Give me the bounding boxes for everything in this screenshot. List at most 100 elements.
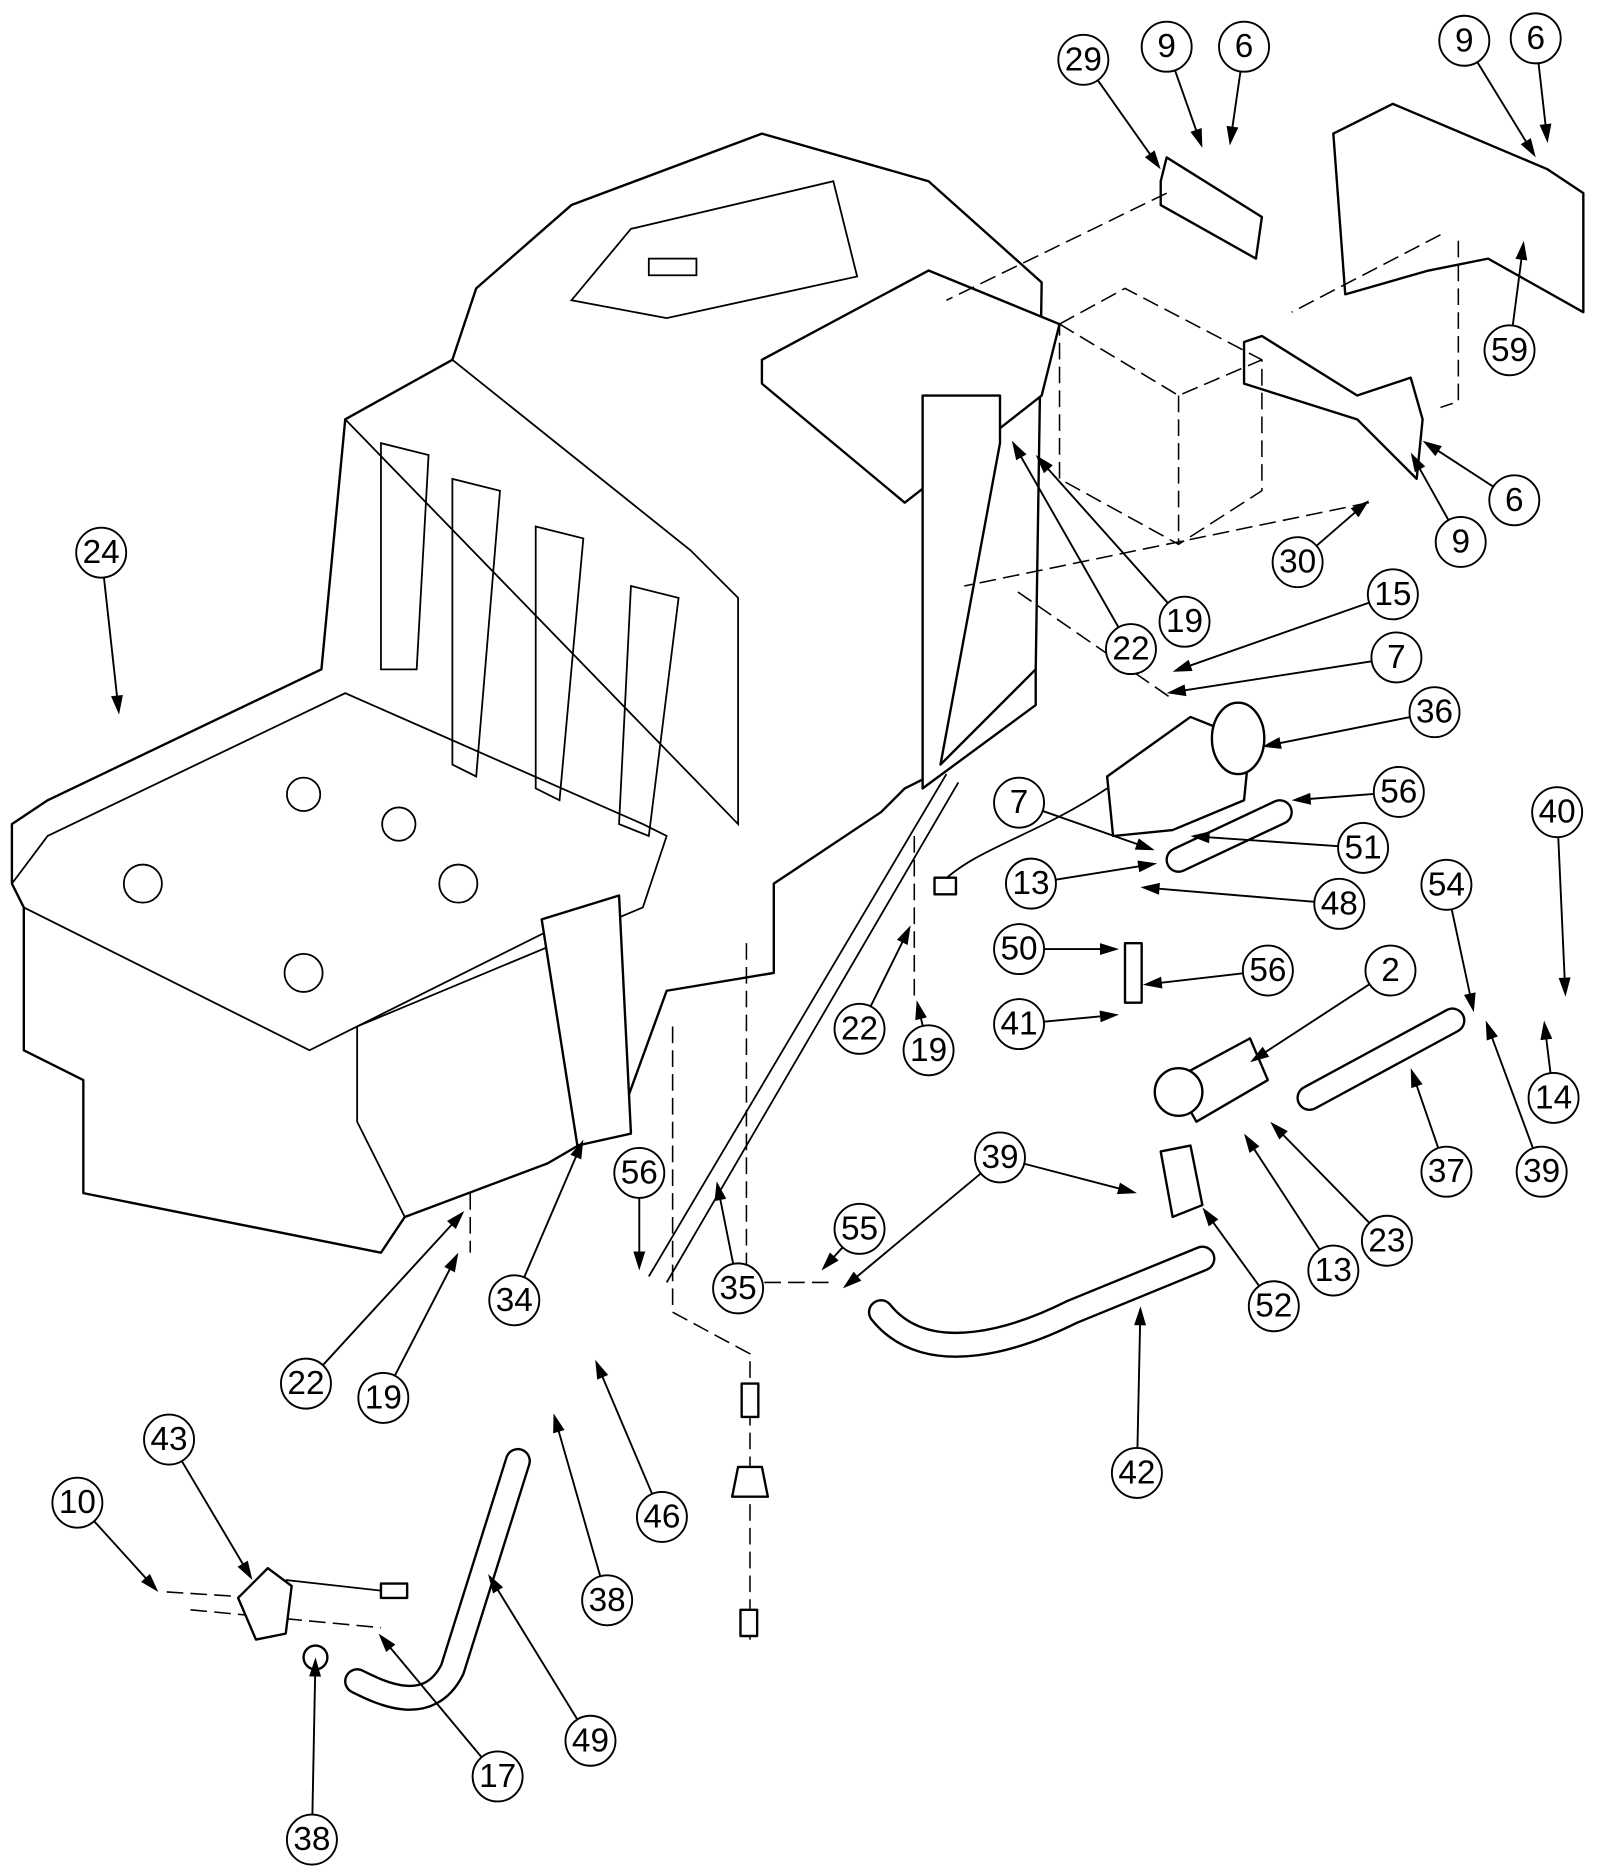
arrowhead xyxy=(1520,138,1536,158)
leader-line xyxy=(1281,1132,1371,1224)
leader-line xyxy=(1418,466,1450,521)
arrowhead xyxy=(821,1252,839,1271)
leader-line xyxy=(180,1460,245,1567)
callout-label: 14 xyxy=(1535,1079,1572,1116)
leader-line xyxy=(1159,972,1244,984)
callout-leader-10 xyxy=(93,1520,159,1592)
callout-circle xyxy=(833,1202,886,1255)
callout-circle xyxy=(1271,536,1324,589)
leader-line xyxy=(1278,716,1411,745)
callout-label: 15 xyxy=(1374,576,1411,613)
callout-circle xyxy=(75,526,128,579)
callout-circle xyxy=(1158,595,1211,648)
callout-leader-9 xyxy=(1476,61,1536,158)
callout-circle xyxy=(564,1714,617,1767)
leader-line xyxy=(1096,79,1152,157)
callout-leader-22 xyxy=(1011,440,1120,628)
callout-label: 41 xyxy=(1001,1006,1038,1043)
callout-35: 35 xyxy=(712,1262,765,1315)
callout-circle xyxy=(902,1024,955,1077)
arrowhead xyxy=(1291,792,1312,805)
leader-line xyxy=(1055,865,1141,881)
callout-circle xyxy=(1218,20,1270,73)
callout-label: 24 xyxy=(83,534,120,571)
callout-label: 36 xyxy=(1416,694,1453,731)
leader-line xyxy=(719,1197,735,1265)
arrowhead xyxy=(1011,440,1027,461)
callout-label: 22 xyxy=(287,1365,324,1402)
callout-leader-6 xyxy=(1226,71,1242,146)
leader-line xyxy=(1263,983,1371,1054)
arrowhead xyxy=(1134,838,1155,851)
callout-label: 13 xyxy=(1012,865,1049,902)
callout-43: 43 xyxy=(143,1413,195,1466)
callout-23: 23 xyxy=(1360,1214,1413,1267)
arrowhead xyxy=(1202,1207,1219,1227)
callout-circle xyxy=(1005,857,1057,910)
callout-circle xyxy=(974,1131,1026,1184)
callout-circle xyxy=(1420,858,1473,911)
callout-9: 9 xyxy=(1434,516,1487,568)
callout-leader-29 xyxy=(1096,79,1161,170)
callout-leader-19 xyxy=(393,1252,459,1377)
leader-line xyxy=(1415,1083,1440,1149)
leader-line xyxy=(1490,1035,1534,1149)
leader-line xyxy=(1042,810,1140,846)
leader-line xyxy=(1450,909,1472,997)
callout-label: 2 xyxy=(1381,952,1400,989)
arrowhead xyxy=(1137,860,1158,873)
callout-59: 59 xyxy=(1483,324,1536,377)
callout-19: 19 xyxy=(1158,595,1211,648)
leader-line xyxy=(1315,510,1358,547)
leader-line xyxy=(496,1587,579,1720)
arrowhead xyxy=(141,1573,159,1592)
callout-circle xyxy=(1105,623,1157,676)
callout-label: 40 xyxy=(1539,794,1576,831)
callout-label: 34 xyxy=(496,1282,533,1319)
callout-circle xyxy=(357,1371,410,1424)
callout-label: 55 xyxy=(841,1210,878,1247)
leader-line xyxy=(557,1429,602,1577)
leader-line xyxy=(1157,887,1315,903)
callout-leader-50 xyxy=(1044,943,1120,956)
callout-label: 39 xyxy=(1523,1153,1560,1190)
callout-9: 9 xyxy=(1140,20,1193,73)
arrowhead xyxy=(1142,976,1163,989)
callout-leader-42 xyxy=(1134,1306,1147,1448)
callout-circle xyxy=(712,1262,765,1315)
callout-circle xyxy=(1110,1446,1163,1499)
arrowhead xyxy=(1116,1182,1137,1195)
callout-label: 23 xyxy=(1368,1222,1405,1259)
callout-circle xyxy=(1527,1071,1580,1124)
arrowhead xyxy=(1515,240,1528,261)
leader-line xyxy=(311,1674,317,1815)
callout-10: 10 xyxy=(51,1476,104,1529)
callout-label: 6 xyxy=(1505,482,1524,519)
callout-leader-39 xyxy=(1485,1020,1534,1149)
arrowhead xyxy=(1144,150,1161,170)
callout-circle xyxy=(1247,1280,1300,1333)
callout-54: 54 xyxy=(1420,858,1473,911)
arrowhead xyxy=(1166,684,1187,697)
callout-label: 6 xyxy=(1235,28,1254,65)
callout-label: 56 xyxy=(1380,773,1417,810)
callout-label: 6 xyxy=(1526,20,1545,57)
arrowhead xyxy=(1463,992,1476,1013)
callout-6: 6 xyxy=(1509,12,1562,65)
callout-42: 42 xyxy=(1110,1446,1163,1499)
arrowhead xyxy=(444,1252,459,1273)
arrowhead xyxy=(595,1359,609,1380)
arrowhead xyxy=(1035,455,1053,474)
arrowhead xyxy=(1190,831,1210,844)
callout-19: 19 xyxy=(902,1024,955,1077)
arrowhead xyxy=(842,1271,862,1289)
callout-label: 22 xyxy=(1112,631,1149,668)
callout-leader-6 xyxy=(1537,63,1552,144)
pump-motor xyxy=(933,701,1266,896)
leader-line xyxy=(1231,71,1242,130)
callout-label: 9 xyxy=(1455,22,1474,59)
callout-leader-19 xyxy=(1035,455,1169,604)
